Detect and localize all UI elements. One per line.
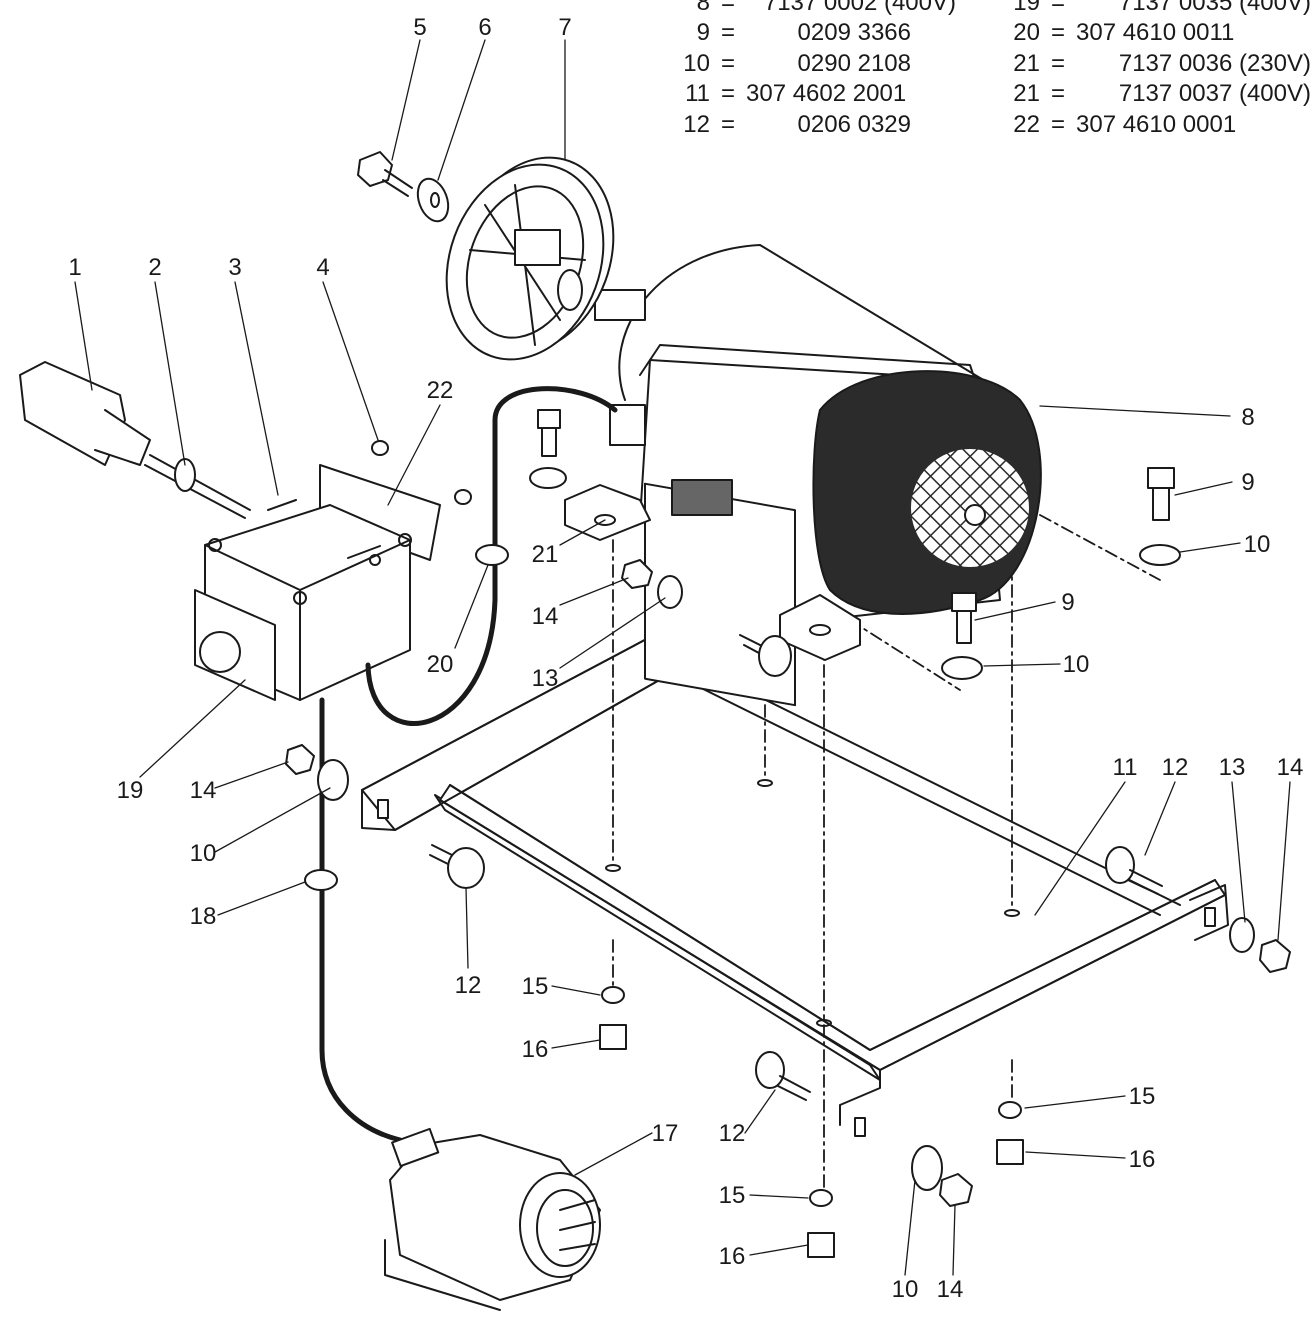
parts-row: 19=7137 0035 (400V): [1013, 0, 1311, 16]
parts-row: 21=7137 0037 (400V): [1013, 80, 1311, 107]
callout-15: 15: [1129, 1083, 1156, 1110]
callout-4: 4: [316, 254, 329, 281]
cee-plug: [384, 1127, 601, 1311]
callout-10: 10: [892, 1276, 919, 1303]
parts-row: 12=0206 0329: [683, 111, 911, 138]
callout-7: 7: [558, 14, 571, 41]
grommets: [304, 544, 509, 891]
parts-row: 9=0209 3366: [696, 19, 911, 46]
callout-18: 18: [190, 903, 217, 930]
parts-row: 8=7137 0002 (400V): [696, 0, 956, 16]
callout-3: 3: [228, 254, 241, 281]
callout-6: 6: [478, 14, 491, 41]
callout-8: 8: [1241, 404, 1254, 431]
parts-row: 11=307 4602 2001: [685, 80, 907, 107]
callout-14: 14: [190, 777, 217, 804]
parts-row: 20=307 4610 0011: [1013, 19, 1235, 46]
callout-13: 13: [1219, 754, 1246, 781]
callout-10: 10: [190, 840, 217, 867]
callout-11: 11: [1113, 754, 1138, 781]
switch-box: [194, 464, 441, 701]
callout-10: 10: [1063, 651, 1090, 678]
parts-row: 22=307 4610 0001: [1013, 111, 1237, 138]
callout-12: 12: [1162, 754, 1189, 781]
callout-19: 19: [117, 777, 144, 804]
callout-2: 2: [148, 254, 161, 281]
electric-motor: [564, 244, 1042, 707]
callout-20: 20: [427, 651, 454, 678]
callout-12: 12: [719, 1120, 746, 1147]
leader-lines: [74, 39, 1291, 1276]
callout-9: 9: [1061, 589, 1074, 616]
hardware: [267, 409, 1291, 1258]
callout-13: 13: [532, 665, 559, 692]
base-frame: [361, 599, 1229, 1137]
v-belt-pulley: [445, 156, 615, 361]
washer-6: [416, 177, 450, 223]
callout-1: 1: [68, 254, 81, 281]
callout-5: 5: [413, 14, 426, 41]
parts-row: 10=0290 2108: [683, 50, 911, 77]
callout-9: 9: [1241, 469, 1254, 496]
callout-labels: 1 2 3 4 5 6 7 8 9 10 9 10 11 12 13 14 22…: [68, 14, 1303, 1303]
callout-16: 16: [522, 1036, 549, 1063]
callout-10: 10: [1244, 531, 1271, 558]
callout-14: 14: [1277, 754, 1304, 781]
callout-22: 22: [427, 377, 454, 404]
parts-row: 21=7137 0036 (230V): [1013, 50, 1311, 77]
callout-17: 17: [652, 1120, 679, 1147]
cables: [319, 386, 618, 1143]
callout-15: 15: [719, 1182, 746, 1209]
callout-12: 12: [455, 972, 482, 999]
callout-14: 14: [937, 1276, 964, 1303]
callout-16: 16: [719, 1243, 746, 1270]
callout-21: 21: [532, 541, 559, 568]
callout-14: 14: [532, 603, 559, 630]
callout-15: 15: [522, 973, 549, 1000]
bolt-5: [357, 151, 413, 197]
cable-connector: [19, 361, 251, 519]
callout-16: 16: [1129, 1146, 1156, 1173]
